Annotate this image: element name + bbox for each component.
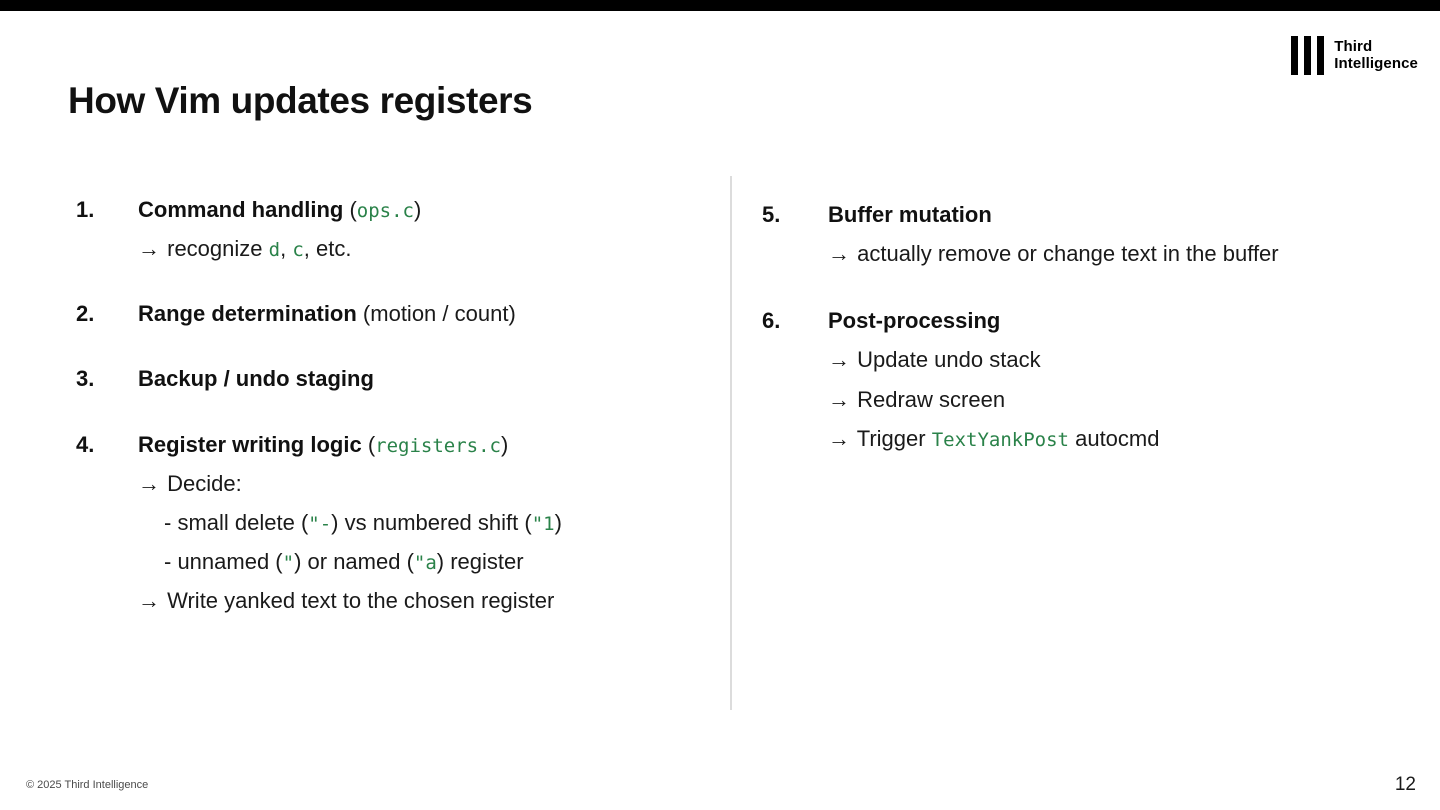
- list-item-heading: Register writing logic (registers.c): [138, 425, 716, 464]
- arrow-icon: →: [828, 347, 851, 373]
- list-item: 1. Command handling (ops.c) → recognize …: [76, 190, 716, 268]
- heading-code: registers.c: [375, 434, 501, 457]
- sub-detail-line: - unnamed (") or named ("a) register: [138, 542, 716, 581]
- list-item: 3. Backup / undo staging: [76, 359, 716, 398]
- list-item-heading: Buffer mutation: [828, 202, 992, 227]
- sub-code-1: ": [282, 552, 295, 575]
- list-item: 4. Register writing logic (registers.c) …: [76, 425, 716, 621]
- detail-line: → Trigger TextYankPost autocmd: [828, 419, 1362, 458]
- copyright-notice: © 2025 Third Intelligence: [26, 779, 149, 791]
- sub-mid: ) vs numbered shift (: [331, 509, 532, 535]
- arrow-icon: →: [828, 241, 851, 267]
- brand-name: Third Intelligence: [1334, 37, 1418, 73]
- detail-post: , etc.: [303, 236, 352, 262]
- list-item-number: 2.: [76, 301, 95, 327]
- detail-text: Write yanked text to the chosen register: [161, 588, 555, 614]
- list-item-number: 3.: [76, 366, 95, 392]
- heading-plain: (motion / count): [356, 301, 516, 327]
- heading-paren-open: (: [361, 431, 376, 457]
- list-item-number: 4.: [76, 431, 95, 457]
- detail-code-2: c: [292, 239, 304, 262]
- arrow-icon: →: [828, 386, 851, 412]
- heading-text: Range determination: [138, 301, 357, 327]
- heading-paren-open: (: [343, 197, 357, 222]
- sub-mid: ) or named (: [294, 549, 414, 575]
- list-item-body: Buffer mutation → actually remove or cha…: [828, 195, 1362, 273]
- list-item-body: Command handling (ops.c) → recognize d, …: [138, 190, 716, 268]
- left-column: 1. Command handling (ops.c) → recognize …: [76, 190, 716, 620]
- detail-line: → Write yanked text to the chosen regist…: [138, 581, 716, 620]
- brand-logo: Third Intelligence: [1291, 36, 1418, 75]
- detail-text: actually remove or change text in the bu…: [851, 241, 1279, 267]
- top-accent-bar: [0, 0, 1440, 11]
- sub-code-2: "a: [413, 552, 437, 575]
- brand-line-2: Intelligence: [1334, 54, 1418, 72]
- heading-paren-close: ): [501, 431, 509, 457]
- list-item-number: 5.: [762, 202, 781, 227]
- heading-text: Register writing logic: [138, 431, 362, 457]
- logo-bars-icon: [1291, 36, 1325, 75]
- list-item-heading: Command handling (ops.c): [138, 190, 716, 229]
- detail-text: Decide:: [161, 470, 242, 496]
- detail-text: Redraw screen: [851, 386, 1006, 412]
- list-item-heading: Post-processing: [828, 308, 1001, 334]
- heading-text: Command handling: [138, 197, 344, 222]
- column-divider: [730, 176, 732, 710]
- heading-code: ops.c: [356, 200, 414, 222]
- brand-line-1: Third: [1334, 37, 1373, 55]
- detail-post: autocmd: [1068, 425, 1160, 451]
- list-item-number: 6.: [762, 308, 781, 334]
- list-item-body: Backup / undo staging: [138, 359, 716, 398]
- detail-line: → recognize d, c, etc.: [138, 229, 716, 268]
- sub-dash: - small delete (: [164, 509, 309, 535]
- sub-post: ): [554, 509, 562, 535]
- sub-code-2: "1: [531, 512, 555, 535]
- detail-line: → Redraw screen: [828, 380, 1362, 419]
- list-item-heading: Backup / undo staging: [138, 366, 374, 392]
- page-number: 12: [1394, 774, 1416, 795]
- sub-post: ) register: [436, 549, 524, 575]
- detail-pre: Trigger: [851, 425, 932, 451]
- detail-text: Update undo stack: [851, 347, 1041, 373]
- detail-line: → Update undo stack: [828, 340, 1362, 379]
- detail-pre: recognize: [161, 236, 269, 262]
- list-item: 6. Post-processing → Update undo stack →…: [762, 301, 1362, 458]
- right-column: 5. Buffer mutation → actually remove or …: [762, 195, 1362, 458]
- list-item-heading: Range determination (motion / count): [138, 294, 716, 333]
- heading-paren-close: ): [413, 197, 422, 222]
- arrow-icon: →: [138, 236, 161, 262]
- sub-dash: - unnamed (: [164, 549, 283, 575]
- detail-line: → actually remove or change text in the …: [828, 234, 1362, 273]
- list-item-body: Register writing logic (registers.c) → D…: [138, 425, 716, 621]
- detail-line: → Decide:: [138, 464, 716, 503]
- detail-code: TextYankPost: [931, 428, 1069, 451]
- list-item-body: Range determination (motion / count): [138, 294, 716, 333]
- arrow-icon: →: [138, 470, 161, 496]
- detail-code-1: d: [268, 239, 281, 262]
- list-item: 2. Range determination (motion / count): [76, 294, 716, 333]
- arrow-icon: →: [138, 588, 161, 614]
- sub-detail-line: - small delete ("-) vs numbered shift ("…: [138, 503, 716, 542]
- detail-mid: ,: [280, 236, 293, 262]
- list-item-number: 1.: [76, 197, 95, 222]
- list-item-body: Post-processing → Update undo stack → Re…: [828, 301, 1362, 458]
- list-item: 5. Buffer mutation → actually remove or …: [762, 195, 1362, 273]
- arrow-icon: →: [828, 425, 851, 451]
- sub-code-1: "-: [308, 512, 332, 535]
- page-title: How Vim updates registers: [68, 80, 533, 121]
